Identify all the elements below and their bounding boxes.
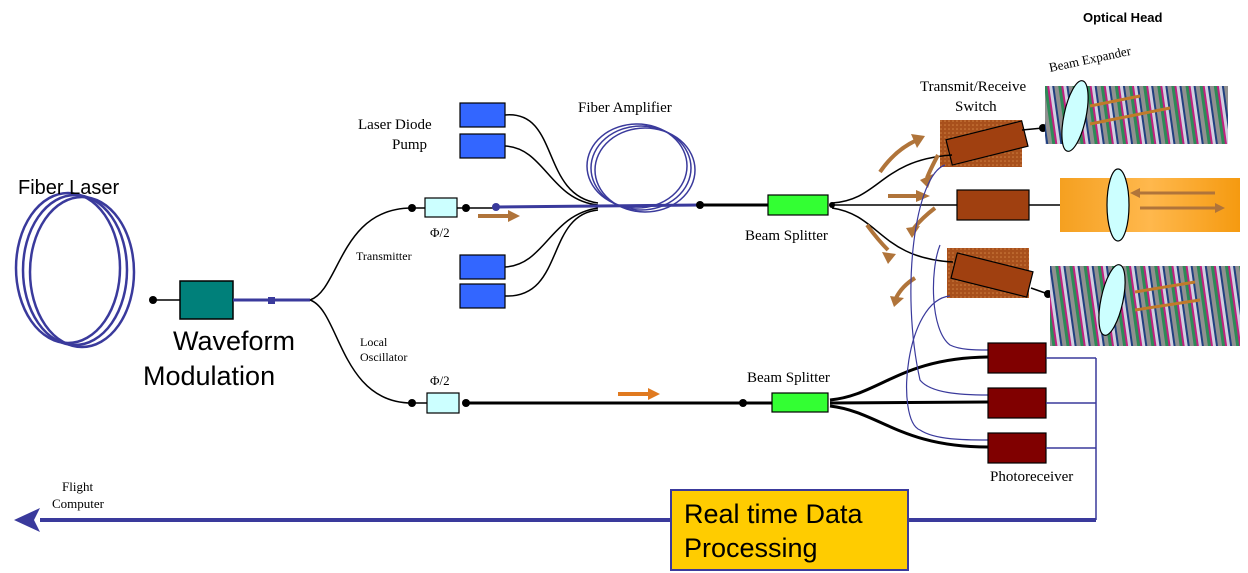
waveform-modulator-box [179, 280, 234, 320]
fiber-laser-label: Fiber Laser [18, 177, 119, 199]
photoreceiver-3 [987, 432, 1047, 464]
flight-computer-arrow [14, 508, 40, 532]
tx-direction-arrow [478, 210, 520, 222]
beam-splitter-top [767, 194, 829, 216]
tr-switch-bottom [950, 252, 1034, 298]
flight-label-line2: Computer [52, 496, 105, 511]
fiber-laser-coil [14, 191, 136, 349]
phase-shifter-bottom [426, 392, 460, 414]
tr-switch-top [945, 120, 1029, 166]
beam-expander-label: Beam Expander [1048, 43, 1133, 75]
lo-direction-arrow [618, 388, 660, 400]
beam-splitter-bottom [771, 392, 829, 413]
beam-expander-lens-bottom [1098, 264, 1126, 336]
tr-switch-label-line2: Switch [955, 99, 997, 115]
laser-diode-label-line1: Laser Diode [358, 117, 432, 133]
tr-switch-middle [956, 189, 1030, 221]
rtdp-label-line1: Real time Data [684, 499, 864, 529]
tr-switch-label-line1: Transmit/Receive [920, 79, 1026, 95]
rtdp-label-line2: Processing [684, 533, 818, 563]
phase-label-top: Φ/2 [430, 225, 450, 240]
fiber-amplifier-coil [586, 123, 696, 213]
real-time-processing-box [670, 489, 909, 571]
optical-head-title: Optical Head [1083, 10, 1163, 25]
local-osc-label-line1: Local [360, 335, 388, 349]
beam-expander-lens-middle [1106, 168, 1130, 242]
phase-shifter-top [424, 197, 458, 218]
beam-expander-lens-top [1061, 80, 1089, 152]
optical-head-scene-bottom [1050, 266, 1240, 346]
pump-diode-4 [459, 283, 506, 309]
pump-diode-1 [459, 102, 506, 128]
photoreceiver-2 [987, 387, 1047, 419]
pump-fibers [504, 114, 599, 297]
fiber-amplifier-label: Fiber Amplifier [578, 100, 672, 116]
pump-diode-2 [459, 133, 506, 159]
pump-diode-3 [459, 254, 506, 280]
photoreceiver-1 [987, 342, 1047, 374]
phase-label-bottom: Φ/2 [430, 373, 450, 388]
waveform-label-line2: Modulation [143, 361, 275, 391]
receive-fibers [906, 164, 989, 441]
local-osc-label-line2: Oscillator [360, 350, 407, 364]
beam-direction-arrows [865, 138, 940, 299]
beam-splitter-bottom-label: Beam Splitter [747, 370, 830, 386]
waveform-label-line1: Waveform [173, 326, 295, 356]
laser-diode-label-line2: Pump [392, 137, 427, 153]
beam-splitter-top-label: Beam Splitter [745, 228, 828, 244]
transmitter-label: Transmitter [356, 249, 412, 263]
flight-label-line1: Flight [62, 479, 93, 494]
photoreceiver-label: Photoreceiver [990, 469, 1073, 485]
optical-head-beam-middle [1060, 178, 1240, 232]
